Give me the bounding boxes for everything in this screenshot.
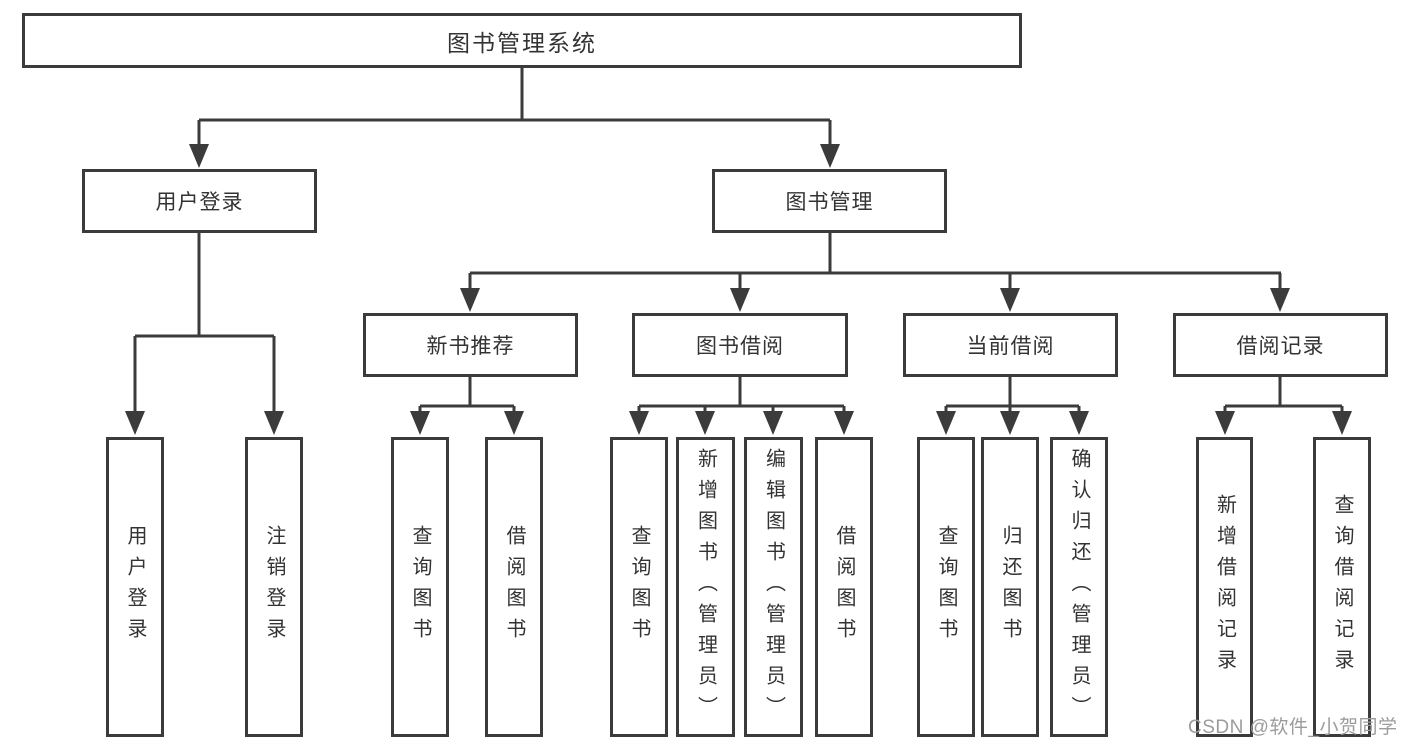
leaf-return-books: 归还图书 <box>981 437 1039 737</box>
node-label: 查询借阅记录 <box>1331 494 1353 680</box>
node-label: 确认归还（管理员） <box>1068 447 1090 727</box>
leaf-borrow-books-recommend: 借阅图书 <box>485 437 543 737</box>
node-label: 用户登录 <box>155 191 244 214</box>
node-label: 用户登录 <box>124 525 146 649</box>
leaf-add-borrow-record: 新增借阅记录 <box>1196 437 1253 737</box>
node-label: 查询图书 <box>628 525 650 649</box>
node-book-borrowing: 图书借阅 <box>632 313 848 377</box>
node-label: 归还图书 <box>999 525 1021 649</box>
leaf-query-books-recommend: 查询图书 <box>391 437 449 737</box>
node-label: 注销登录 <box>263 525 285 649</box>
node-new-book-recommend: 新书推荐 <box>363 313 578 377</box>
leaf-confirm-return-admin: 确认归还（管理员） <box>1050 437 1108 737</box>
node-label: 新增借阅记录 <box>1213 494 1236 680</box>
leaf-logout: 注销登录 <box>245 437 303 737</box>
node-library-management-system: 图书管理系统 <box>22 13 1022 68</box>
node-label: 当前借阅 <box>966 335 1055 358</box>
leaf-query-books-borrow: 查询图书 <box>610 437 668 737</box>
leaf-edit-books-admin: 编辑图书（管理员） <box>744 437 803 737</box>
node-user-login: 用户登录 <box>82 169 317 233</box>
leaf-query-books-current: 查询图书 <box>917 437 975 737</box>
node-borrowing-records: 借阅记录 <box>1173 313 1388 377</box>
node-label: 新书推荐 <box>426 335 515 358</box>
node-label: 查询图书 <box>935 525 957 649</box>
node-label: 借阅图书 <box>833 525 855 649</box>
leaf-query-borrow-record: 查询借阅记录 <box>1313 437 1371 737</box>
node-label: 图书管理 <box>785 191 874 214</box>
csdn-watermark: CSDN @软件_小贺同学 <box>1188 717 1398 738</box>
leaf-add-books-admin: 新增图书（管理员） <box>676 437 735 737</box>
node-label: 查询图书 <box>409 525 431 649</box>
leaf-user-login: 用户登录 <box>106 437 164 737</box>
node-book-management: 图书管理 <box>712 169 947 233</box>
node-label: 新增图书（管理员） <box>694 447 717 727</box>
node-label: 借阅图书 <box>503 525 525 649</box>
node-label: 编辑图书（管理员） <box>762 447 785 727</box>
leaf-borrow-books: 借阅图书 <box>815 437 873 737</box>
node-current-borrowing: 当前借阅 <box>903 313 1118 377</box>
node-label: 图书借阅 <box>696 335 784 358</box>
node-label: 图书管理系统 <box>447 29 597 56</box>
node-label: 借阅记录 <box>1236 335 1325 358</box>
